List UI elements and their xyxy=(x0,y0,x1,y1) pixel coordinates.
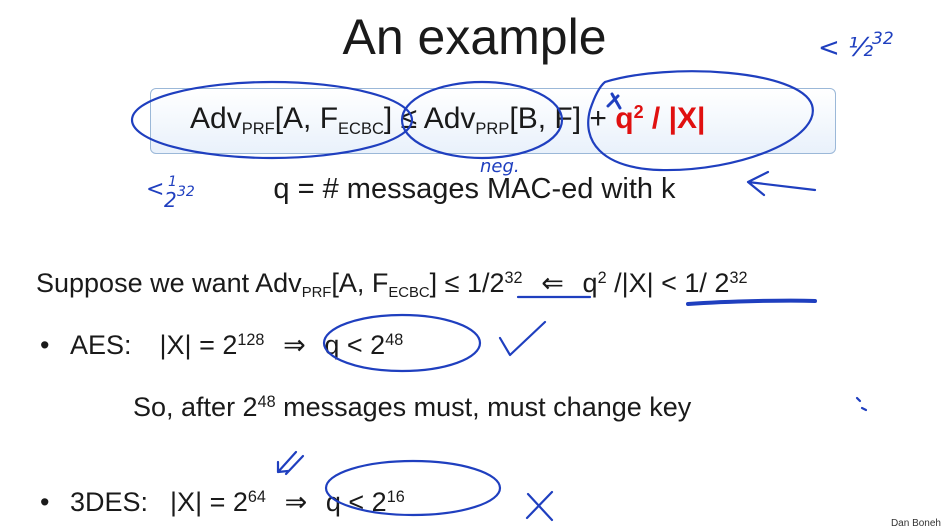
left-arrow-icon xyxy=(746,170,817,197)
scribble-mark xyxy=(606,92,622,110)
underline-condition xyxy=(686,298,817,306)
q-definition: q = # messages MAC-ed with k xyxy=(273,173,676,205)
slide-title: An example xyxy=(342,9,607,65)
down-arrow-icon xyxy=(276,450,305,476)
circle-prf-advantage xyxy=(130,80,414,160)
left-fraction-denominator: 2 xyxy=(164,188,177,212)
author-credit: Dan Boneh xyxy=(890,518,941,529)
aes-bullet: •AES:|X| = 2128⇒q < 248 xyxy=(40,330,404,360)
3des-bullet: •3DES:|X| = 264⇒q < 216 xyxy=(40,487,405,517)
left-fraction-numerator: 1 xyxy=(168,174,177,190)
main-inequality: AdvPRF[A, FECBC] ≤ AdvPRP[B, F] + q2 / |… xyxy=(190,102,706,138)
left-bound-annotation: < xyxy=(146,177,164,202)
suppose-line: Suppose we want AdvPRF[A, FECBC] ≤ 1/232… xyxy=(36,268,748,302)
circle-aes-bound xyxy=(322,313,482,373)
neg-annotation: neg. xyxy=(480,156,520,177)
circle-prp-advantage xyxy=(400,80,564,160)
checkmark-icon xyxy=(498,320,547,357)
top-right-bound-annotation: < ½ xyxy=(818,33,873,63)
left-fraction-exponent: 32 xyxy=(177,184,195,200)
circle-3des-bound xyxy=(324,459,502,517)
cross-mark-icon xyxy=(525,490,554,522)
formula-box xyxy=(150,88,836,154)
circle-error-term xyxy=(587,70,814,172)
stray-dots xyxy=(855,396,868,412)
top-right-exponent: 32 xyxy=(872,29,894,49)
change-key-line: So, after 248 messages must, must change… xyxy=(133,392,692,422)
error-term: q2 / |X| xyxy=(615,102,706,135)
